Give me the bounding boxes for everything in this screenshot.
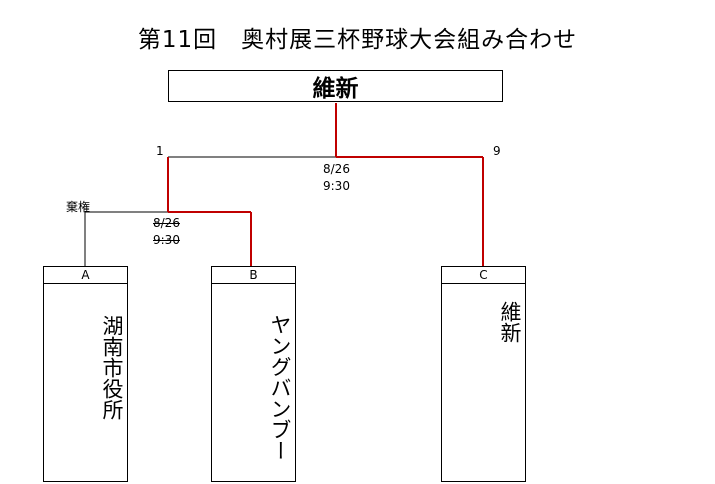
team-name-b: ヤングバンブー (268, 313, 292, 461)
final-right-number: 9 (493, 144, 501, 158)
team-box-a: A 湖南市役所 (43, 266, 128, 482)
semifinal-time: 9:30 (153, 233, 180, 247)
page-title: 第11回 奥村展三杯野球大会組み合わせ (137, 27, 578, 53)
team-name-a: 湖南市役所 (100, 314, 124, 420)
team-seed-c: C (442, 267, 525, 284)
final-date: 8/26 (323, 162, 350, 176)
team-box-c: C 維新 (441, 266, 526, 482)
semifinal-date: 8/26 (153, 216, 180, 230)
team-name-c: 維新 (498, 301, 522, 343)
champion-box: 維新 (168, 70, 503, 102)
forfeit-note: 棄権 (66, 200, 91, 214)
final-left-number: 1 (156, 144, 164, 158)
team-seed-b: B (212, 267, 295, 284)
final-time: 9:30 (323, 179, 350, 193)
team-box-b: B ヤングバンブー (211, 266, 296, 482)
team-seed-a: A (44, 267, 127, 284)
